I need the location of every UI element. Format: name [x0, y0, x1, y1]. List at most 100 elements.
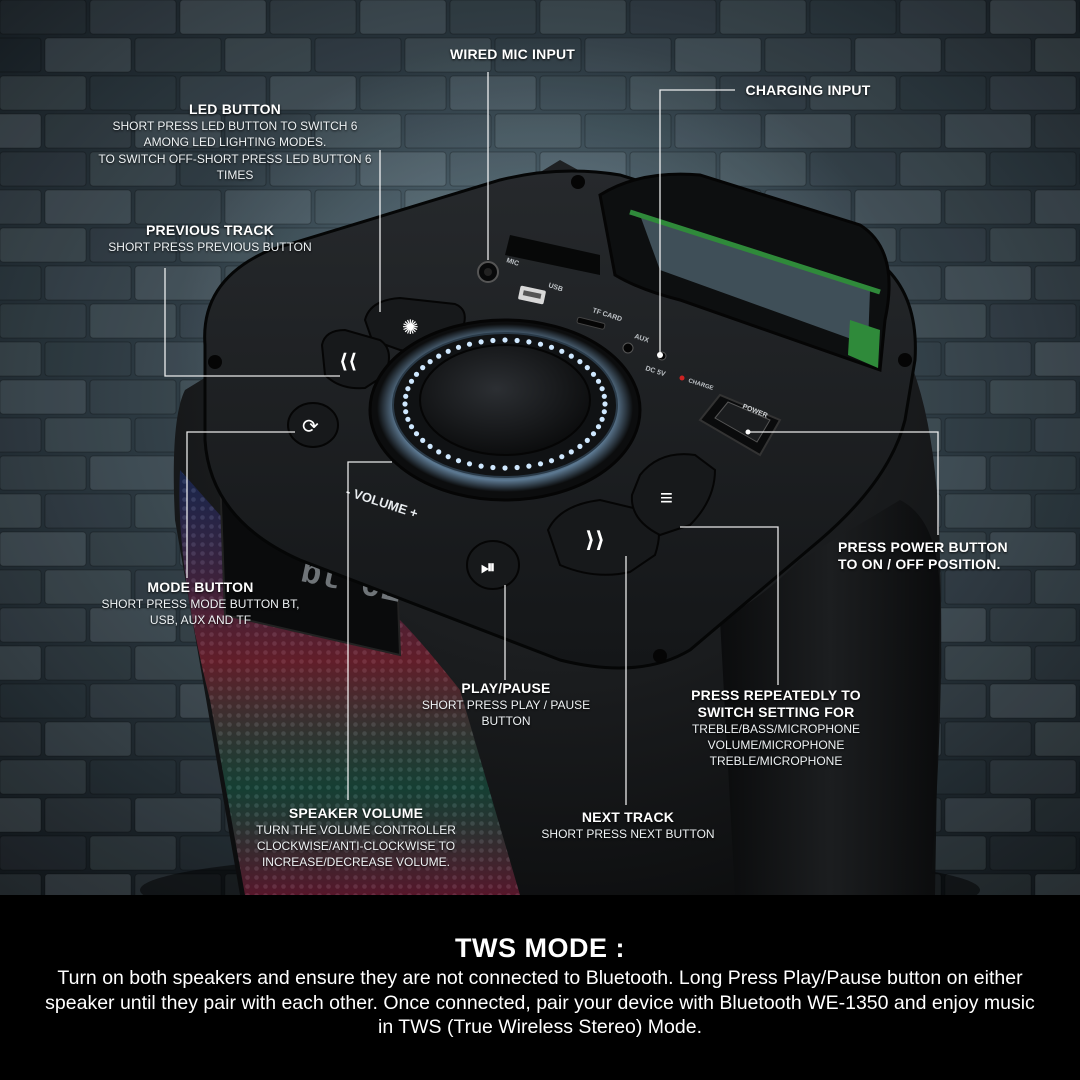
- brick: [89, 0, 177, 35]
- led-dot: [427, 359, 433, 365]
- play-pause-button[interactable]: [466, 540, 520, 590]
- brick: [134, 37, 222, 73]
- brick: [0, 455, 87, 491]
- led-dot: [514, 337, 520, 344]
- screw: [208, 355, 222, 369]
- brick: [0, 569, 42, 605]
- brick: [629, 0, 717, 35]
- brick: [89, 607, 177, 643]
- led-dot: [577, 443, 583, 449]
- led-dot: [436, 353, 442, 359]
- brick: [989, 303, 1077, 339]
- led-dot: [559, 348, 565, 354]
- led-dot: [478, 463, 484, 469]
- brick: [89, 379, 177, 415]
- brick: [314, 37, 402, 73]
- brick: [899, 0, 987, 35]
- eq-icon: ≡: [660, 485, 673, 510]
- brick: [359, 75, 447, 111]
- brick: [134, 189, 222, 225]
- brick: [44, 265, 132, 301]
- brick: [449, 75, 537, 111]
- brick: [944, 37, 1032, 73]
- brick: [0, 0, 87, 35]
- dc-input[interactable]: [657, 351, 667, 361]
- led-dot: [405, 416, 411, 422]
- screw: [571, 175, 585, 189]
- footer-title: TWS MODE :: [455, 933, 625, 963]
- brick: [0, 379, 87, 415]
- brick: [89, 759, 177, 795]
- callout-desc: SHORT PRESS PREVIOUS BUTTON: [108, 240, 312, 254]
- led-dot: [601, 393, 607, 399]
- brick: [89, 151, 177, 187]
- brick: [1034, 113, 1080, 149]
- brick: [0, 303, 87, 339]
- eq-button[interactable]: [630, 453, 717, 537]
- brick: [989, 759, 1077, 795]
- aux-jack[interactable]: [622, 342, 634, 354]
- led-dot: [502, 465, 508, 471]
- callout-title: SPEAKER VOLUME: [288, 805, 424, 821]
- callout-title: CHARGING INPUT: [745, 82, 871, 98]
- callout-volume: SPEAKER VOLUME TURN THE VOLUME CONTROLLE…: [240, 805, 472, 870]
- led-dot: [420, 365, 426, 371]
- led-dot: [537, 341, 544, 347]
- tf-card-slot[interactable]: [576, 316, 606, 330]
- led-dot: [413, 371, 420, 377]
- callout-title: PRESS REPEATEDLY TO: [691, 687, 861, 703]
- callout-desc: SHORT PRESS NEXT BUTTON: [541, 827, 715, 841]
- brick: [989, 607, 1077, 643]
- brick: [944, 797, 1032, 833]
- led-dot: [537, 461, 544, 467]
- brick: [89, 531, 177, 567]
- screw: [898, 353, 912, 367]
- usb-port-slot: [522, 290, 542, 299]
- callout-title: NEXT TRACK: [581, 809, 675, 825]
- led-dot: [590, 431, 597, 437]
- brick: [1034, 37, 1080, 73]
- callout-desc: SHORT PRESS PLAY / PAUSE BUTTON: [421, 698, 591, 728]
- brick: [44, 113, 132, 149]
- brick: [494, 37, 582, 73]
- volume-knob[interactable]: [419, 344, 591, 456]
- led-dot: [502, 337, 508, 343]
- brick: [44, 797, 132, 833]
- led-dot: [490, 337, 496, 344]
- brick: [449, 0, 537, 35]
- sun-icon: ✺: [402, 317, 419, 339]
- brick: [1034, 797, 1080, 833]
- brick: [44, 341, 132, 377]
- led-dot: [548, 344, 555, 350]
- brick: [989, 75, 1077, 111]
- led-dot: [408, 378, 415, 384]
- brick: [989, 835, 1077, 871]
- callout-wired-mic: WIRED MIC INPUT: [440, 46, 585, 63]
- led-dot: [601, 409, 607, 415]
- callout-title: WIRED MIC INPUT: [449, 46, 576, 62]
- previous-icon: ⟨⟨: [339, 351, 357, 373]
- brick: [269, 75, 357, 111]
- callout-eq: PRESS REPEATEDLY TO SWITCH SETTING FOR T…: [683, 687, 869, 769]
- brick: [224, 113, 312, 149]
- brick: [989, 151, 1077, 187]
- callout-desc-2: TO SWITCH OFF-SHORT PRESS LED BUTTON 6 T…: [98, 152, 372, 182]
- callout-desc: SHORT PRESS MODE BUTTON BT, USB, AUX AND…: [101, 597, 300, 627]
- callout-led: LED BUTTON SHORT PRESS LED BUTTON TO SWI…: [95, 101, 375, 183]
- brick: [1034, 417, 1080, 453]
- brick: [809, 151, 897, 187]
- brick: [584, 37, 672, 73]
- brick: [944, 569, 1032, 605]
- brick: [0, 37, 42, 73]
- led-dot: [590, 371, 597, 377]
- led-dot: [466, 341, 473, 347]
- mode-button[interactable]: [287, 402, 339, 448]
- brick: [0, 417, 42, 453]
- brick: [1034, 873, 1080, 895]
- port-label-aux: AUX: [633, 333, 650, 344]
- brick: [1034, 569, 1080, 605]
- brick: [809, 0, 897, 35]
- led-dot: [402, 401, 408, 407]
- led-dot: [478, 339, 484, 345]
- brick: [854, 37, 942, 73]
